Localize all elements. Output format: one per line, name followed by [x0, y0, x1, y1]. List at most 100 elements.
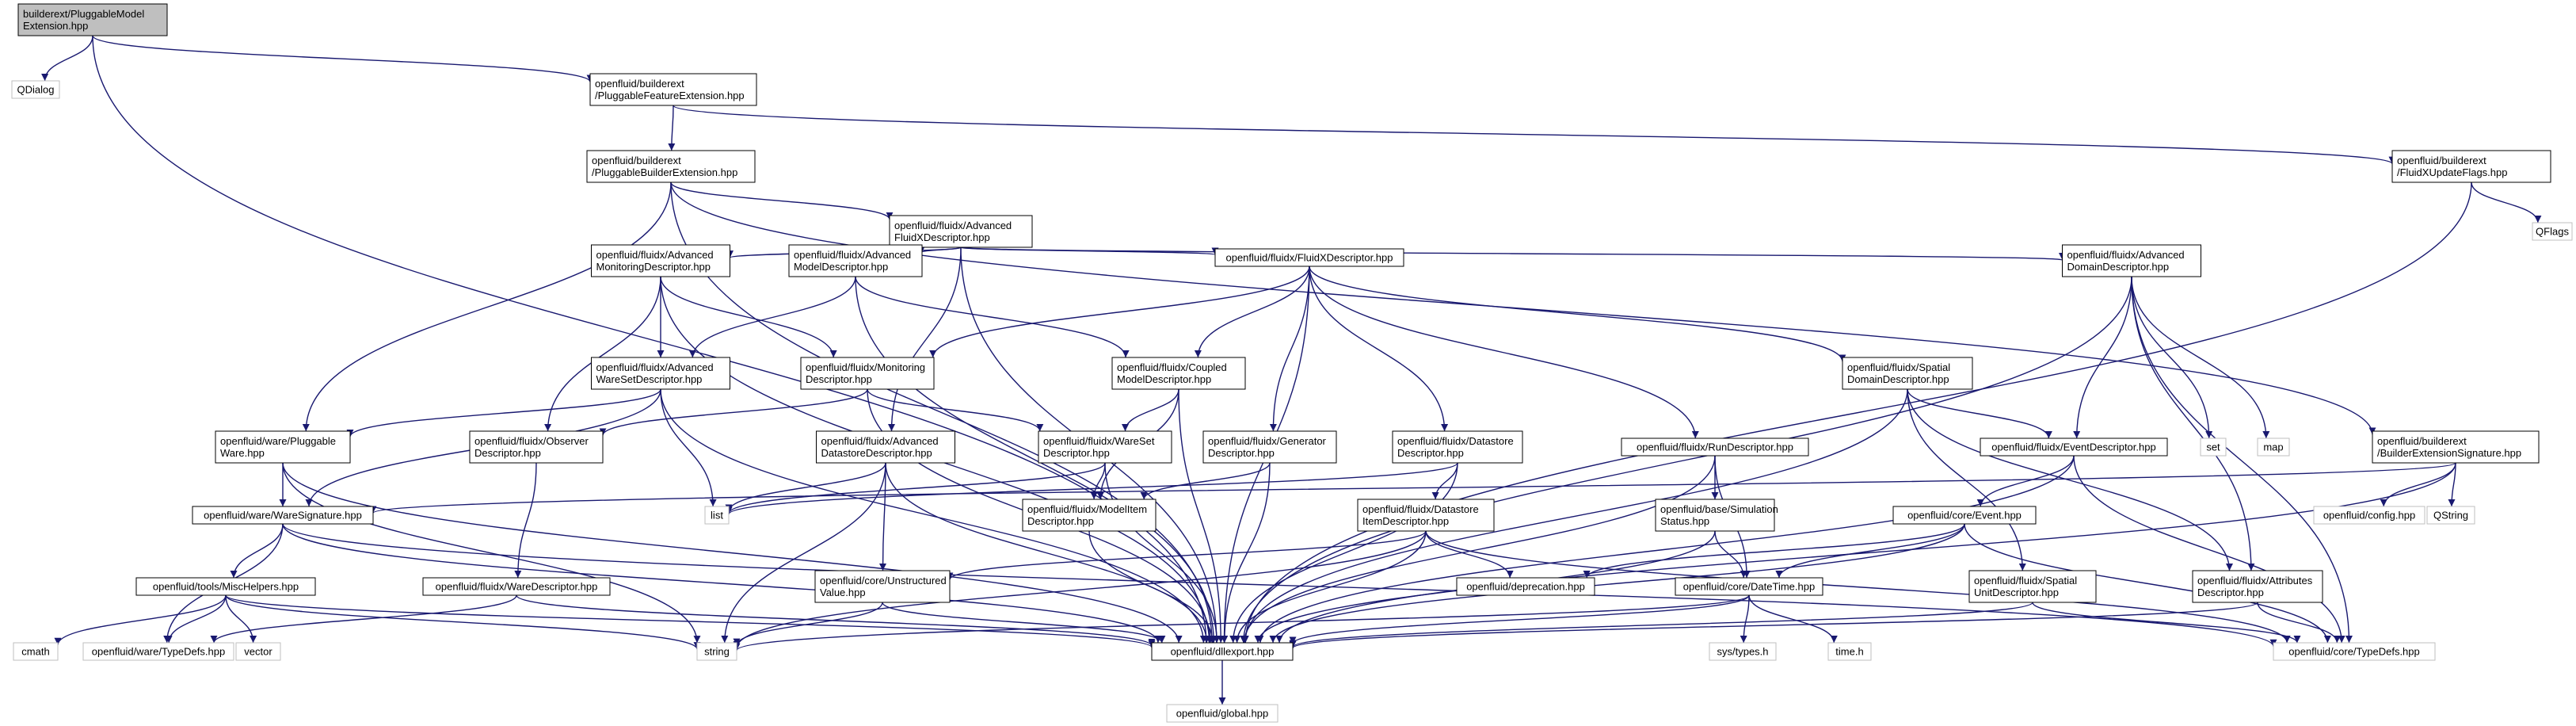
node-pbe[interactable]: openfluid/builderext/PluggableBuilderExt…	[586, 150, 756, 183]
node-depr[interactable]: openfluid/deprecation.hpp	[1456, 577, 1595, 596]
node-label: Descriptor.hpp	[2197, 587, 2264, 598]
node-set: set	[2200, 438, 2227, 457]
edge-wsig-to-misc	[230, 523, 284, 579]
node-fxd[interactable]: openfluid/fluidx/FluidXDescriptor.hpp	[1214, 248, 1404, 267]
node-box	[1842, 357, 1973, 390]
node-ev[interactable]: openfluid/core/Event.hpp	[1892, 506, 2037, 525]
node-label: Descriptor.hpp	[474, 447, 541, 459]
node-label: openfluid/tools/MiscHelpers.hpp	[153, 581, 299, 593]
edge-dsid-to-uv	[946, 530, 1427, 580]
node-box	[788, 244, 923, 277]
edge-adsd-to-string	[721, 462, 886, 644]
node-label: openfluid/fluidx/Advanced	[2067, 249, 2185, 261]
node-wsd[interactable]: openfluid/fluidx/WareSetDescriptor.hpp	[1038, 430, 1172, 464]
node-wsig[interactable]: openfluid/ware/WareSignature.hpp	[192, 506, 374, 525]
node-label: ModelDescriptor.hpp	[1117, 373, 1211, 385]
node-global: openfluid/global.hpp	[1166, 704, 1278, 723]
node-label: openfluid/fluidx/Advanced	[794, 249, 911, 261]
node-box	[235, 642, 281, 661]
edge-dt-to-dllexp	[1289, 594, 1750, 644]
node-label: openfluid/builderext	[2397, 155, 2486, 166]
node-box	[2192, 570, 2323, 603]
edge-fxuf-to-dllexp	[1241, 182, 2472, 644]
node-amond[interactable]: openfluid/fluidx/AdvancedMonitoringDescr…	[591, 244, 730, 277]
node-dllexp[interactable]: openfluid/dllexport.hpp	[1151, 642, 1294, 661]
node-map: map	[2257, 438, 2290, 457]
node-label: openfluid/fluidx/Advanced	[596, 249, 714, 261]
node-label: openfluid/builderext	[592, 155, 681, 166]
edge-fxd-to-dsd	[1309, 266, 1449, 432]
edge-awsd-to-list	[660, 388, 717, 507]
edge-pbe-to-pw	[302, 182, 672, 432]
node-amodd[interactable]: openfluid/fluidx/AdvancedModelDescriptor…	[788, 244, 923, 277]
node-box	[586, 150, 756, 183]
node-label: list	[711, 510, 723, 522]
node-label: Descriptor.hpp	[1208, 447, 1275, 459]
node-label: openfluid/global.hpp	[1176, 708, 1268, 720]
node-dt[interactable]: openfluid/core/DateTime.hpp	[1675, 577, 1823, 596]
node-bes[interactable]: openfluid/builderext/BuilderExtensionSig…	[2372, 430, 2540, 464]
node-adsd[interactable]: openfluid/fluidx/AdvancedDatastoreDescri…	[816, 430, 955, 464]
edge-obs-to-wd	[514, 462, 537, 579]
edge-mond-to-obs	[599, 388, 868, 436]
edge-amond-to-mond	[660, 276, 837, 358]
node-box	[1980, 438, 2168, 457]
node-fxuf[interactable]: openfluid/builderext/FluidXUpdateFlags.h…	[2391, 150, 2551, 183]
node-evd[interactable]: openfluid/fluidx/EventDescriptor.hpp	[1980, 438, 2168, 457]
node-label: Descriptor.hpp	[1043, 447, 1110, 459]
node-awsd[interactable]: openfluid/fluidx/AdvancedWareSetDescript…	[591, 357, 730, 390]
node-rund[interactable]: openfluid/fluidx/RunDescriptor.hpp	[1621, 438, 1809, 457]
edge-awsd-to-pw	[346, 388, 661, 438]
edge-amodd-to-awsd	[688, 276, 856, 358]
node-label: openfluid/ware/TypeDefs.hpp	[92, 646, 225, 658]
node-sdd[interactable]: openfluid/fluidx/SpatialDomainDescriptor…	[1842, 357, 1973, 390]
node-label: openfluid/fluidx/RunDescriptor.hpp	[1637, 441, 1793, 453]
node-label: Value.hpp	[820, 587, 866, 598]
node-box	[1392, 430, 1523, 464]
edge-amond-to-obs	[544, 276, 661, 432]
node-cmath: cmath	[13, 642, 59, 661]
node-qflags: QFlags	[2532, 222, 2573, 241]
node-add[interactable]: openfluid/fluidx/AdvancedDomainDescripto…	[2062, 244, 2201, 277]
node-label: openfluid/fluidx/Monitoring	[806, 361, 925, 373]
node-label: openfluid/core/Unstructured	[820, 575, 947, 587]
node-dsid[interactable]: openfluid/fluidx/DatastoreItemDescriptor…	[1357, 499, 1495, 532]
edge-root-to-dllexp	[92, 35, 1210, 644]
node-qstr: QString	[2426, 506, 2475, 525]
node-misc[interactable]: openfluid/tools/MiscHelpers.hpp	[135, 577, 316, 596]
node-box	[800, 357, 935, 390]
node-sud[interactable]: openfluid/fluidx/SpatialUnitDescriptor.h…	[1968, 570, 2097, 603]
node-afxd[interactable]: openfluid/fluidx/AdvancedFluidXDescripto…	[889, 215, 1033, 248]
node-cmd[interactable]: openfluid/fluidx/CoupledModelDescriptor.…	[1111, 357, 1246, 390]
node-wd[interactable]: openfluid/fluidx/WareDescriptor.hpp	[422, 577, 611, 596]
edge-evd-to-dllexp	[1256, 455, 2075, 644]
node-pfe[interactable]: openfluid/builderext/PluggableFeatureExt…	[589, 73, 757, 106]
node-label: QString	[2433, 510, 2468, 522]
node-label: Descriptor.hpp	[1397, 447, 1464, 459]
node-qdialog: QDialog	[11, 80, 60, 99]
node-dsd[interactable]: openfluid/fluidx/DatastoreDescriptor.hpp	[1392, 430, 1523, 464]
edge-amodd-to-dllexp	[855, 276, 1218, 644]
edge-sdd-to-sud	[1907, 388, 2026, 571]
node-string: string	[696, 642, 737, 661]
edge-pfe-to-pbe	[668, 105, 676, 151]
edge-fxuf-to-qflags	[2471, 182, 2542, 224]
node-mond[interactable]: openfluid/fluidx/MonitoringDescriptor.hp…	[800, 357, 935, 390]
node-label: openfluid/builderext	[2377, 435, 2467, 447]
edge-dsid-to-string	[733, 530, 1427, 648]
node-label: openfluid/core/TypeDefs.hpp	[2288, 646, 2420, 658]
node-attr[interactable]: openfluid/fluidx/AttributesDescriptor.hp…	[2192, 570, 2323, 603]
node-box	[1456, 577, 1595, 596]
node-label: openfluid/fluidx/Advanced	[894, 220, 1012, 231]
edge-afxd-to-add	[960, 246, 2065, 261]
node-label: builderext/PluggableModel	[23, 8, 144, 20]
node-box	[1675, 577, 1823, 596]
node-label: openfluid/fluidx/WareSet	[1043, 435, 1155, 447]
